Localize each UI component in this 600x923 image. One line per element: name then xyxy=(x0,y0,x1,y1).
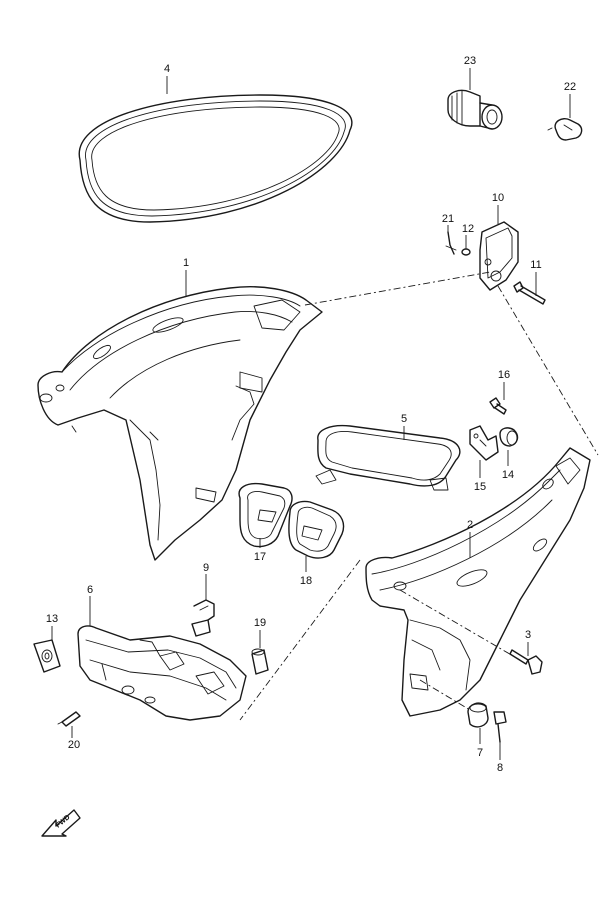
part-23-grommet[interactable] xyxy=(447,89,503,130)
label-part-15: 15 xyxy=(474,481,486,493)
label-part-13: 13 xyxy=(46,613,58,625)
part-7-bushing[interactable] xyxy=(467,702,489,728)
label-part-21: 21 xyxy=(442,213,454,225)
part-11-bolt[interactable] xyxy=(513,281,546,305)
leader-lines xyxy=(51,68,571,760)
part-16-screw[interactable] xyxy=(489,397,507,415)
assembly-lines xyxy=(239,271,599,721)
label-part-8: 8 xyxy=(497,762,503,774)
assembly-line-2-7 xyxy=(419,679,471,711)
label-part-12: 12 xyxy=(462,223,474,235)
label-part-4: 4 xyxy=(164,63,170,75)
label-part-23: 23 xyxy=(464,55,476,67)
part-14-cap[interactable] xyxy=(499,427,519,447)
part-1-side-cover-upper[interactable] xyxy=(37,286,323,561)
label-part-7: 7 xyxy=(477,747,483,759)
part-10-bracket[interactable] xyxy=(479,221,519,291)
part-9-bracket-clip[interactable] xyxy=(191,599,215,637)
part-22-clip[interactable] xyxy=(547,118,583,141)
label-part-11: 11 xyxy=(530,259,541,271)
part-15-bracket-small[interactable] xyxy=(469,425,499,461)
label-part-5: 5 xyxy=(401,413,407,425)
assembly-line-2-3 xyxy=(399,589,521,661)
label-part-19: 19 xyxy=(254,617,266,629)
fwd-direction-arrow-icon: FWD xyxy=(41,809,81,837)
label-part-14: 14 xyxy=(502,469,514,481)
part-12-washer[interactable] xyxy=(461,248,471,256)
part-19-collar[interactable] xyxy=(251,648,269,675)
part-numbers: 4 23 22 10 21 12 11 1 16 5 14 15 2 17 18… xyxy=(46,55,576,774)
part-20-pin[interactable] xyxy=(57,711,81,727)
assembly-line-2-6 xyxy=(239,559,361,721)
part-6-lower-cover[interactable] xyxy=(77,625,247,721)
part-5-gasket[interactable] xyxy=(315,424,461,491)
label-part-1: 1 xyxy=(183,257,189,269)
label-part-10: 10 xyxy=(492,192,504,204)
part-4-seal-ring[interactable] xyxy=(78,94,353,223)
part-3-bolt[interactable] xyxy=(509,649,543,675)
part-13-grommet-square[interactable] xyxy=(33,639,61,673)
part-17-seal[interactable] xyxy=(238,482,293,548)
label-part-16: 16 xyxy=(498,369,510,381)
assembly-line-1-10 xyxy=(304,271,491,306)
label-part-9: 9 xyxy=(203,562,209,574)
label-part-3: 3 xyxy=(525,629,531,641)
label-part-6: 6 xyxy=(87,584,93,596)
label-part-2: 2 xyxy=(467,519,473,531)
label-part-17: 17 xyxy=(254,551,266,563)
part-18-seal[interactable] xyxy=(288,500,345,559)
label-part-22: 22 xyxy=(564,81,576,93)
assembly-line-10-2 xyxy=(497,285,599,456)
part-21-pin[interactable] xyxy=(445,231,457,255)
label-part-18: 18 xyxy=(300,575,312,587)
part-8-bolt[interactable] xyxy=(493,711,507,743)
part-2-side-cover-lower[interactable] xyxy=(365,447,591,717)
label-part-20: 20 xyxy=(68,739,80,751)
